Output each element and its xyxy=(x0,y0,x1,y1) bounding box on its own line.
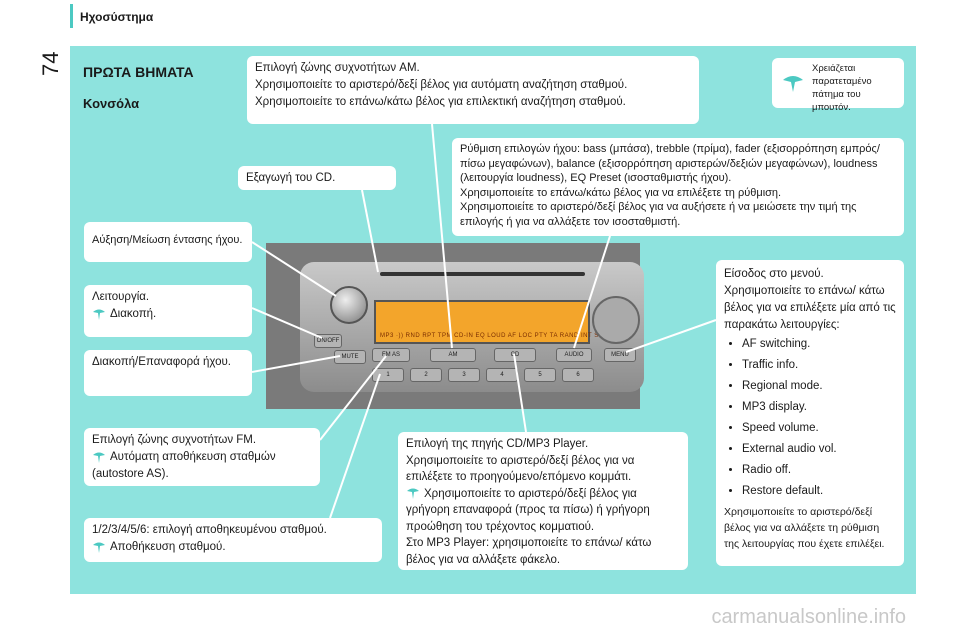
list-item: External audio vol. xyxy=(742,441,896,458)
callout-presets-line2: Αποθήκευση σταθμού. xyxy=(110,541,226,553)
callout-volume: Αύξηση/Μείωση έντασης ήχου. xyxy=(84,222,252,262)
callout-am: Επιλογή ζώνης συχνοτήτων AM. Χρησιμοποιε… xyxy=(247,56,699,124)
radio-display: MP3 ·)) RND RPT TPM CD-IN EQ LOUD AF LOC… xyxy=(374,300,602,344)
section-title: Ηχοσύστημα xyxy=(80,10,154,24)
callout-mute: Διακοπή/Επαναφορά ήχου. xyxy=(84,350,252,396)
preset-button[interactable]: 2 xyxy=(410,368,442,382)
header-accent-bar xyxy=(70,4,73,28)
callout-am-line3: Χρησιμοποιείτε το επάνω/κάτω βέλος για ε… xyxy=(255,96,626,108)
callout-volume-text: Αύξηση/Μείωση έντασης ήχου. xyxy=(92,234,243,246)
list-item: MP3 display. xyxy=(742,399,896,416)
fm-button[interactable]: FM AS xyxy=(372,348,410,362)
callout-am-line1: Επιλογή ζώνης συχνοτήτων AM. xyxy=(255,62,420,74)
callout-cd-line1: Επιλογή της πηγής CD/MP3 Player. xyxy=(406,438,589,450)
callout-audio-line3: Χρησιμοποιείτε το αριστερό/δεξί βέλος γι… xyxy=(460,201,857,228)
audio-button[interactable]: AUDIO xyxy=(556,348,592,362)
preset-button[interactable]: 3 xyxy=(448,368,480,382)
callout-presets-line1: 1/2/3/4/5/6: επιλογή αποθηκευμένου σταθμ… xyxy=(92,524,327,536)
wrench-icon xyxy=(407,488,419,500)
preset-button[interactable]: 1 xyxy=(372,368,404,382)
callout-audio-line2: Χρησιμοποιείτε το επάνω/κάτω βέλος για ν… xyxy=(460,186,782,199)
callout-cd-line2: Χρησιμοποιείτε το αριστερό/δεξί βέλος γι… xyxy=(406,454,635,484)
callout-fm: Επιλογή ζώνης συχνοτήτων FM. Αυτόματη απ… xyxy=(84,428,320,486)
radio-display-text: MP3 ·)) RND RPT TPM CD-IN EQ LOUD AF LOC… xyxy=(380,333,603,339)
preset-button[interactable]: 6 xyxy=(562,368,594,382)
wrench-icon xyxy=(93,542,105,553)
callout-audio: Ρύθμιση επιλογών ήχου: bass (μπάσα), tre… xyxy=(452,138,904,236)
list-item: AF switching. xyxy=(742,336,896,353)
list-item: Restore default. xyxy=(742,483,896,500)
callout-onoff-line2: Διακοπή. xyxy=(110,308,157,320)
wrench-icon xyxy=(783,76,803,92)
callout-onoff-line1: Λειτουργία. xyxy=(92,291,150,303)
page-subheading: Κονσόλα xyxy=(83,96,140,111)
callout-mute-text: Διακοπή/Επαναφορά ήχου. xyxy=(92,356,231,368)
preset-button[interactable]: 5 xyxy=(524,368,556,382)
callout-audio-line1: Ρύθμιση επιλογών ήχου: bass (μπάσα), tre… xyxy=(460,143,880,184)
list-item: Traffic info. xyxy=(742,357,896,374)
wrench-icon xyxy=(93,452,105,463)
callout-eject: Εξαγωγή του CD. xyxy=(238,166,396,190)
list-item: Regional mode. xyxy=(742,378,896,395)
watermark: carmanualsonline.info xyxy=(711,606,906,628)
callout-menu: Είσοδος στο μενού. Χρησιμοποιείτε το επά… xyxy=(716,260,904,566)
list-item: Radio off. xyxy=(742,462,896,479)
callout-menu-footer: Χρησιμοποιείτε το αριστερό/δεξί βέλος γι… xyxy=(724,506,885,550)
volume-knob[interactable] xyxy=(330,286,368,324)
page-heading: ΠΡΩΤΑ ΒΗΜΑΤΑ xyxy=(83,64,194,80)
arrow-pad[interactable] xyxy=(592,296,640,344)
callout-cd-line3: Χρησιμοποιείτε το αριστερό/δεξί βέλος γι… xyxy=(406,487,650,533)
am-button[interactable]: AM xyxy=(430,348,476,362)
callout-onoff: Λειτουργία. Διακοπή. xyxy=(84,285,252,337)
callout-fm-line1: Επιλογή ζώνης συχνοτήτων FM. xyxy=(92,434,257,446)
tip-text: Χρειάζεται παρατεταμένο πάτημα του μπουτ… xyxy=(812,63,872,113)
callout-eject-text: Εξαγωγή του CD. xyxy=(246,172,336,184)
callout-am-line2: Χρησιμοποιείτε το αριστερό/δεξί βέλος γι… xyxy=(255,79,628,91)
callout-cd: Επιλογή της πηγής CD/MP3 Player. Χρησιμο… xyxy=(398,432,688,570)
list-item: Speed volume. xyxy=(742,420,896,437)
callout-cd-line4: Στο MP3 Player: χρησιμοποιείτε το επάνω/… xyxy=(406,537,652,566)
tip-box: Χρειάζεται παρατεταμένο πάτημα του μπουτ… xyxy=(772,58,904,113)
wrench-icon xyxy=(93,309,105,320)
callout-presets: 1/2/3/4/5/6: επιλογή αποθηκευμένου σταθμ… xyxy=(84,518,382,562)
cd-slot xyxy=(380,272,585,276)
callout-menu-intro: Είσοδος στο μενού. Χρησιμοποιείτε το επά… xyxy=(724,268,896,331)
menu-function-list: AF switching. Traffic info. Regional mod… xyxy=(724,336,896,500)
callout-fm-line2: Αυτόματη αποθήκευση σταθμών (autostore A… xyxy=(92,451,276,480)
